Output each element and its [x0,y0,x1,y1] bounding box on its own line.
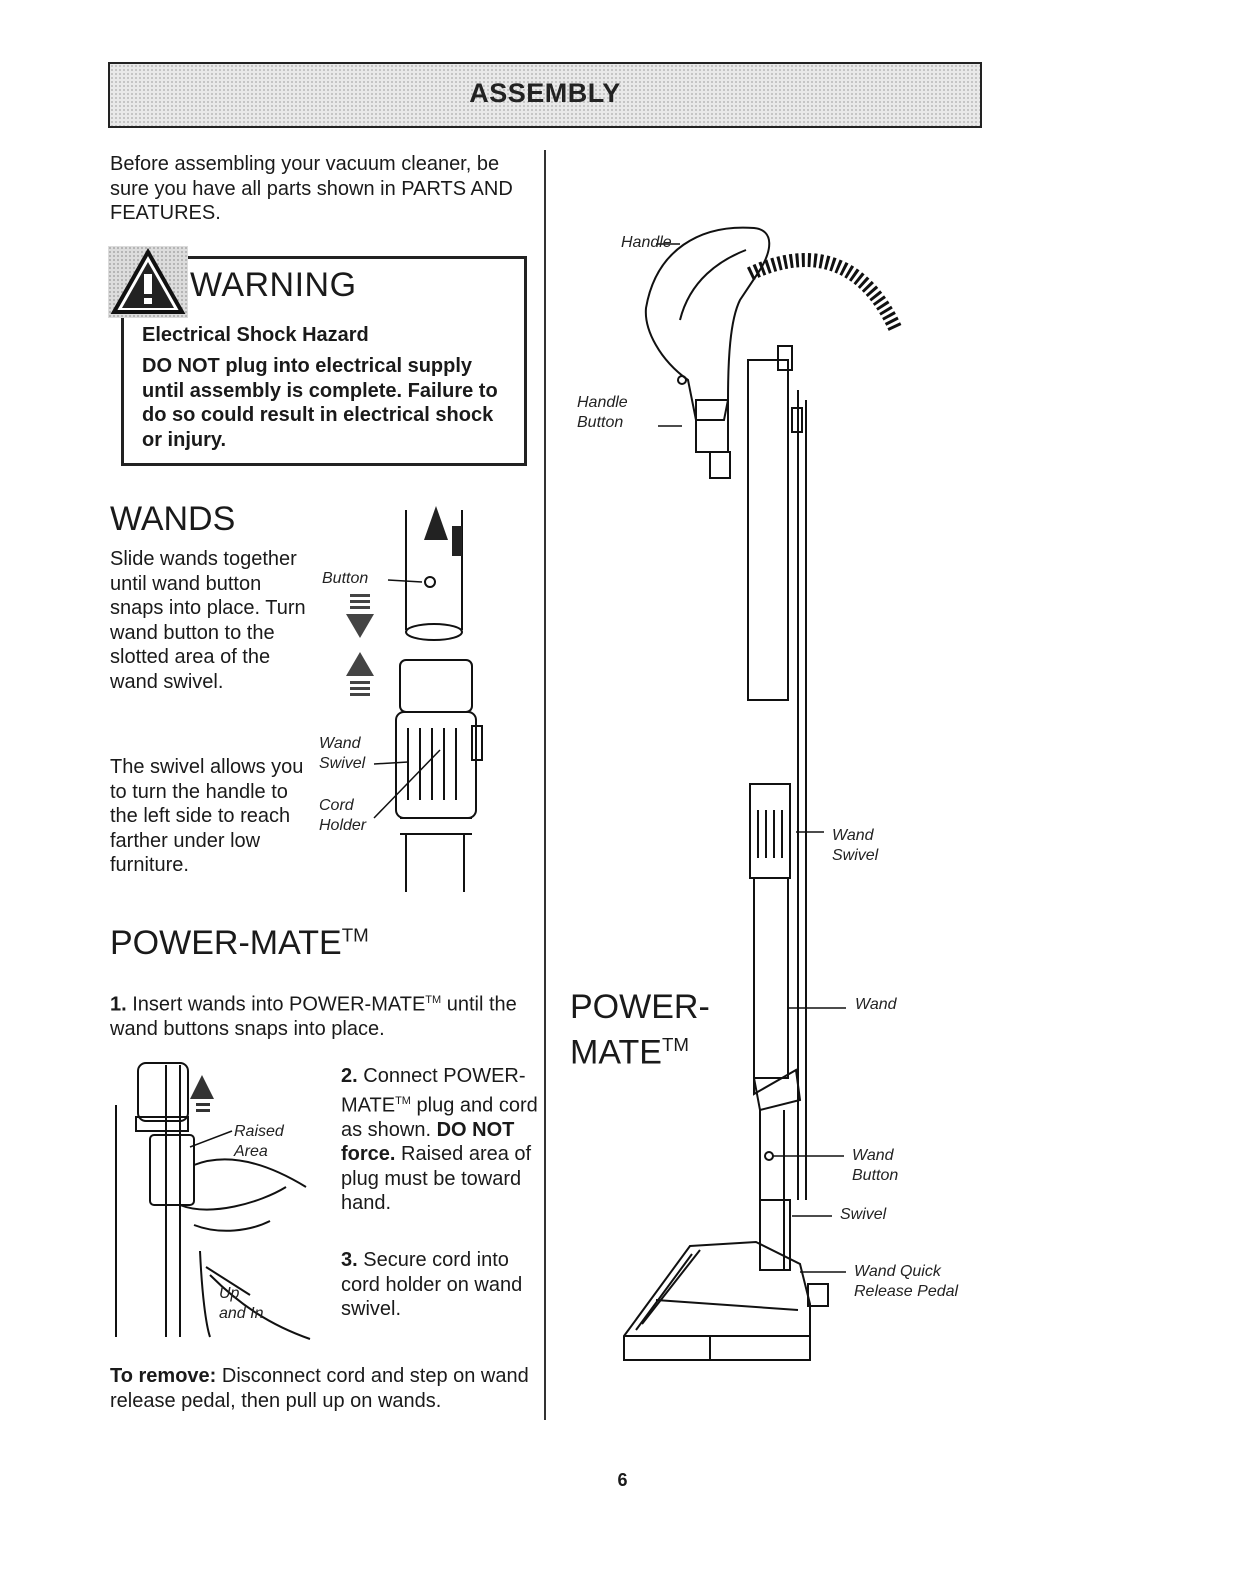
label-handle: Handle [621,234,672,251]
plug-illustration [115,1062,311,1340]
label-cord-holder: Cord Holder [319,797,367,834]
raised-arrow-icon [190,1075,214,1112]
down-arrow-icon [346,594,374,638]
section-title: ASSEMBLY [469,78,621,108]
vacuum-assembly-diagram [623,226,903,1361]
wands-paragraph-2: The swivel allows you to turn the handle… [110,756,304,876]
label-wand-swivel: Wand Swivel [319,735,366,772]
warning-text: DO NOT plug into electrical supply until… [142,355,498,451]
column-divider [544,150,546,1420]
wands-illustration [346,506,483,892]
label-up-and-in: Up and In [219,1285,264,1322]
label-wand-quick-release-pedal: Wand Quick Release Pedal [854,1263,959,1300]
wands-heading: WANDS [110,500,236,538]
label-raised-area: Raised Area [234,1123,284,1160]
label-swivel: Swivel [840,1206,887,1223]
warning-box [121,256,527,466]
powermate-step-3: 3. Secure cord into cord holder on wand … [341,1249,523,1320]
label-wand-button: Wand Button [852,1147,899,1184]
powermate-step-1: 1. Insert wands into POWER-MATETM until … [110,993,517,1041]
powermate-step-2: 2. Connect POWER-MATETM plug and cord as… [341,1065,538,1215]
powermate-side-title: POWER- MATETM [570,988,710,1072]
label-wand-swivel-right: Wand Swivel [832,827,879,864]
page-number: 6 [617,1470,628,1490]
warning-triangle-icon [110,247,186,314]
label-wand: Wand [855,996,897,1013]
label-button: Button [322,570,369,587]
up-arrow-small-icon [346,652,374,696]
powermate-heading: POWER-MATETM [110,924,369,962]
warning-header-pattern [108,246,188,318]
remove-instructions: To remove: Disconnect cord and step on w… [110,1365,529,1412]
label-handle-button: Handle Button [577,394,628,431]
section-banner: ASSEMBLY [108,62,982,128]
intro-paragraph: Before assembling your vacuum cleaner, b… [110,153,513,224]
warning-title: WARNING [190,266,357,304]
up-arrow-icon [424,506,462,556]
wands-paragraph-1: Slide wands together until wand button s… [110,548,306,693]
warning-subtitle: Electrical Shock Hazard [142,324,369,346]
